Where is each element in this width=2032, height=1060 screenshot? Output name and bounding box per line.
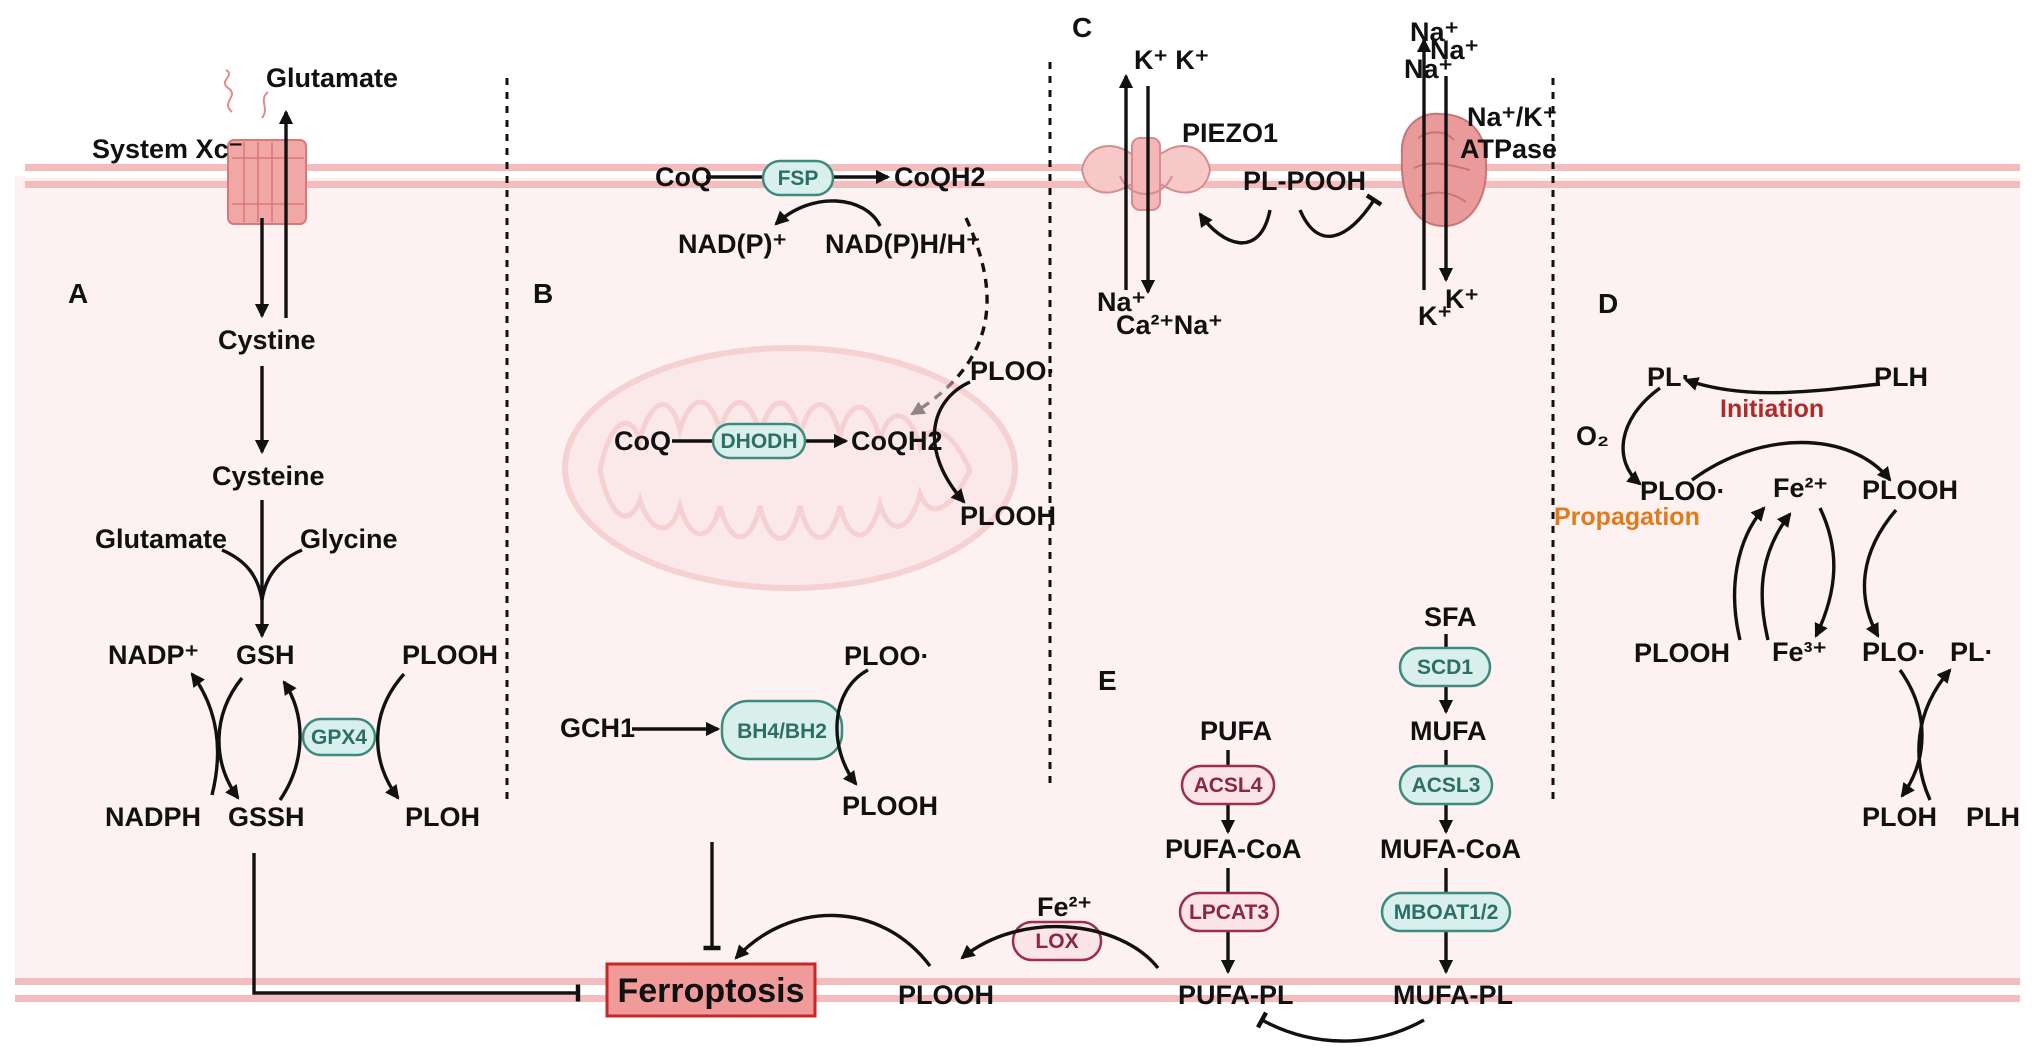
- mufa-coa-label: MUFA-CoA: [1380, 834, 1521, 864]
- nadph-label: NADPH: [105, 802, 201, 832]
- piezo1-channel-icon: [1080, 137, 1212, 211]
- gpx4-enzyme: GPX4: [301, 717, 377, 757]
- svg-text:DHODH: DHODH: [721, 430, 798, 453]
- k-bottom-1-label: K⁺: [1418, 301, 1452, 331]
- section-label-a: A: [68, 278, 88, 309]
- mito-coq-label: CoQ: [614, 426, 671, 456]
- system-xc-label: System Xc⁻: [92, 134, 243, 164]
- bottom-membrane: [15, 978, 2020, 1002]
- panel-d: PL· PLH Initiation O₂ PLOO· Propagation …: [1554, 362, 2020, 832]
- plh-2-label: PLH: [1966, 802, 2020, 832]
- svg-text:LOX: LOX: [1035, 930, 1078, 953]
- svg-text:BH4/BH2: BH4/BH2: [737, 720, 827, 743]
- na-top-3-label: Na⁺: [1404, 54, 1453, 84]
- mitochondrion-icon: [562, 345, 1018, 591]
- mboat-enzyme: MBOAT1/2: [1380, 891, 1512, 933]
- pufa-pl-label: PUFA-PL: [1178, 980, 1294, 1010]
- mufa-pl-label: MUFA-PL: [1393, 980, 1513, 1010]
- mufa-label: MUFA: [1410, 716, 1487, 746]
- svg-text:SCD1: SCD1: [1417, 656, 1473, 679]
- acsl3-enzyme: ACSL3: [1398, 764, 1494, 806]
- top-membrane: [25, 164, 2020, 188]
- k-top-label: K⁺ K⁺: [1134, 45, 1209, 75]
- plo-radical-label: PLO·: [1862, 637, 1927, 667]
- atpase-line1-label: Na⁺/K⁺: [1467, 102, 1557, 132]
- cytoplasm: [15, 176, 2020, 984]
- cystine-label: Cystine: [218, 325, 316, 355]
- bh4-enzyme: BH4/BH2: [720, 699, 844, 761]
- section-label-b: B: [533, 278, 553, 309]
- ploo-radical-d-label: PLOO·: [1640, 476, 1726, 506]
- fe3-label: Fe³⁺: [1772, 637, 1827, 667]
- na-top-1-label: Na⁺: [1410, 17, 1459, 47]
- glutamate-out-label: Glutamate: [266, 63, 398, 93]
- panel-b: CoQ FSP CoQH2 NAD(P)⁺ NAD(P)H/H⁺ CoQ DHO…: [560, 159, 1056, 951]
- na-top-2-label: Na⁺: [1430, 35, 1479, 65]
- initiation-label: Initiation: [1720, 395, 1824, 423]
- nadp-plus-label: NAD(P)⁺: [678, 229, 787, 259]
- fsp-enzyme: FSP: [761, 159, 835, 197]
- panel-c: K⁺ K⁺ PIEZO1 Na⁺ Ca²⁺Na⁺ PL-POOH Na⁺ Na⁺…: [1080, 17, 1557, 340]
- pl-radical-label: PL·: [1647, 362, 1691, 392]
- glutamate-in-label: Glutamate: [95, 524, 227, 554]
- pl-pooh-label: PL-POOH: [1243, 166, 1366, 196]
- svg-text:MBOAT1/2: MBOAT1/2: [1394, 901, 1499, 924]
- plh-label: PLH: [1874, 362, 1928, 392]
- propagation-label: Propagation: [1554, 503, 1700, 531]
- atpase-line2-label: ATPase: [1460, 134, 1557, 164]
- section-label-c: C: [1072, 12, 1092, 43]
- fe2-bottom-label: Fe²⁺: [1037, 892, 1092, 922]
- gch1-label: GCH1: [560, 713, 635, 743]
- plooh-bottom-label: PLOOH: [898, 980, 994, 1010]
- o2-label: O₂: [1576, 421, 1609, 451]
- mito-coqh2-label: CoQH2: [851, 426, 943, 456]
- sfa-label: SFA: [1424, 602, 1477, 632]
- plooh-b-label: PLOOH: [960, 501, 1056, 531]
- pufa-coa-label: PUFA-CoA: [1165, 834, 1302, 864]
- ca-na-label: Ca²⁺Na⁺: [1116, 310, 1223, 340]
- na-bottom-label: Na⁺: [1097, 287, 1146, 317]
- svg-text:FSP: FSP: [778, 167, 819, 190]
- plooh-d-right-label: PLOOH: [1862, 475, 1958, 505]
- dhodh-enzyme: DHODH: [711, 422, 807, 460]
- coq-label: CoQ: [655, 162, 712, 192]
- section-label-d: D: [1598, 288, 1618, 319]
- ploo-radical-b2-label: PLOO·: [844, 641, 930, 671]
- lpcat3-enzyme: LPCAT3: [1178, 891, 1280, 933]
- piezo1-label: PIEZO1: [1182, 118, 1278, 148]
- gssh-label: GSSH: [228, 802, 305, 832]
- cysteine-label: Cysteine: [212, 461, 325, 491]
- ploo-radical-b-label: PLOO·: [970, 356, 1056, 386]
- fe2-d-label: Fe²⁺: [1773, 473, 1828, 503]
- svg-text:Ferroptosis: Ferroptosis: [617, 972, 804, 1010]
- svg-text:LPCAT3: LPCAT3: [1189, 901, 1269, 924]
- coqh2-label: CoQH2: [894, 162, 986, 192]
- svg-text:ACSL4: ACSL4: [1194, 774, 1263, 797]
- plooh-a-label: PLOOH: [402, 640, 498, 670]
- scd1-enzyme: SCD1: [1398, 646, 1492, 688]
- ferroptosis-box: Ferroptosis: [605, 962, 817, 1018]
- pufa-label: PUFA: [1200, 716, 1272, 746]
- ploh-a-label: PLOH: [405, 802, 480, 832]
- glycine-label: Glycine: [300, 524, 398, 554]
- lox-enzyme: LOX: [1011, 920, 1103, 962]
- acsl4-enzyme: ACSL4: [1180, 764, 1276, 806]
- ploh-d-label: PLOH: [1862, 802, 1937, 832]
- plooh-b2-label: PLOOH: [842, 791, 938, 821]
- svg-text:GPX4: GPX4: [311, 726, 367, 749]
- section-dividers: [505, 62, 1555, 803]
- nadph-h-label: NAD(P)H/H⁺: [825, 229, 980, 259]
- svg-text:ACSL3: ACSL3: [1412, 774, 1481, 797]
- plooh-d-left-label: PLOOH: [1634, 638, 1730, 668]
- panel-a: Glutamate System Xc⁻ Cystine Cysteine Gl…: [92, 63, 581, 1002]
- bottom-pathway: Ferroptosis Fe²⁺ LOX PLOOH: [605, 892, 1160, 1018]
- pl-radical-2-label: PL·: [1950, 637, 1994, 667]
- gsh-label: GSH: [236, 640, 295, 670]
- panel-e: SFA SCD1 PUFA MUFA ACSL4 ACSL3 PUFA-CoA …: [1165, 602, 1521, 1043]
- section-label-e: E: [1098, 665, 1117, 696]
- k-bottom-2-label: K⁺: [1445, 284, 1479, 314]
- nadp-label: NADP⁺: [108, 640, 199, 670]
